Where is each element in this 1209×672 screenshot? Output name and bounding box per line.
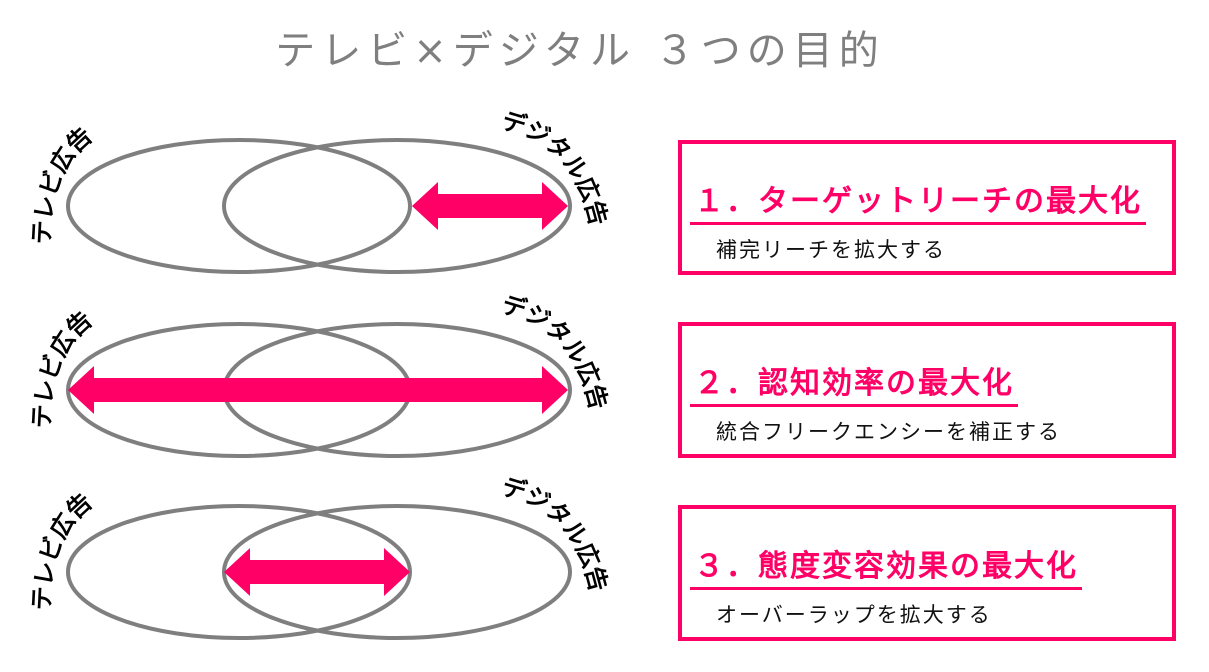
- page-title: テレビ×デジタル ３つの目的: [275, 28, 885, 74]
- double-arrow-icon: [68, 366, 568, 414]
- digital-label: デジタル広告: [499, 472, 613, 594]
- tv-label: テレビ広告: [28, 306, 98, 429]
- tv-label: テレビ広告: [28, 122, 98, 245]
- tv-ellipse: [66, 138, 412, 274]
- tv-label: テレビ広告: [28, 488, 98, 611]
- goal-description: 統合フリークエンシーを補正する: [716, 420, 1061, 444]
- goal-box-2: ２．認知効率の最大化 統合フリークエンシーを補正する: [678, 322, 1176, 458]
- venn-row-3: テレビ広告 デジタル広告: [28, 472, 613, 640]
- goal-box-3: ３．態度変容効果の最大化 オーバーラップを拡大する: [678, 505, 1176, 641]
- goal-description: オーバーラップを拡大する: [716, 603, 992, 627]
- goal-description: 補完リーチを拡大する: [716, 238, 946, 262]
- goal-heading: １．ターゲットリーチの最大化: [690, 176, 1146, 225]
- digital-ellipse: [222, 138, 572, 274]
- venn-row-1: テレビ広告 デジタル広告: [28, 106, 612, 274]
- goal-box-1: １．ターゲットリーチの最大化 補完リーチを拡大する: [678, 140, 1176, 275]
- goal-heading: ２．認知効率の最大化: [690, 358, 1018, 407]
- goal-heading: ３．態度変容効果の最大化: [690, 541, 1082, 590]
- venn-row-2: テレビ広告 デジタル広告: [28, 290, 612, 458]
- double-arrow-icon: [412, 182, 568, 230]
- double-arrow-icon: [224, 548, 410, 596]
